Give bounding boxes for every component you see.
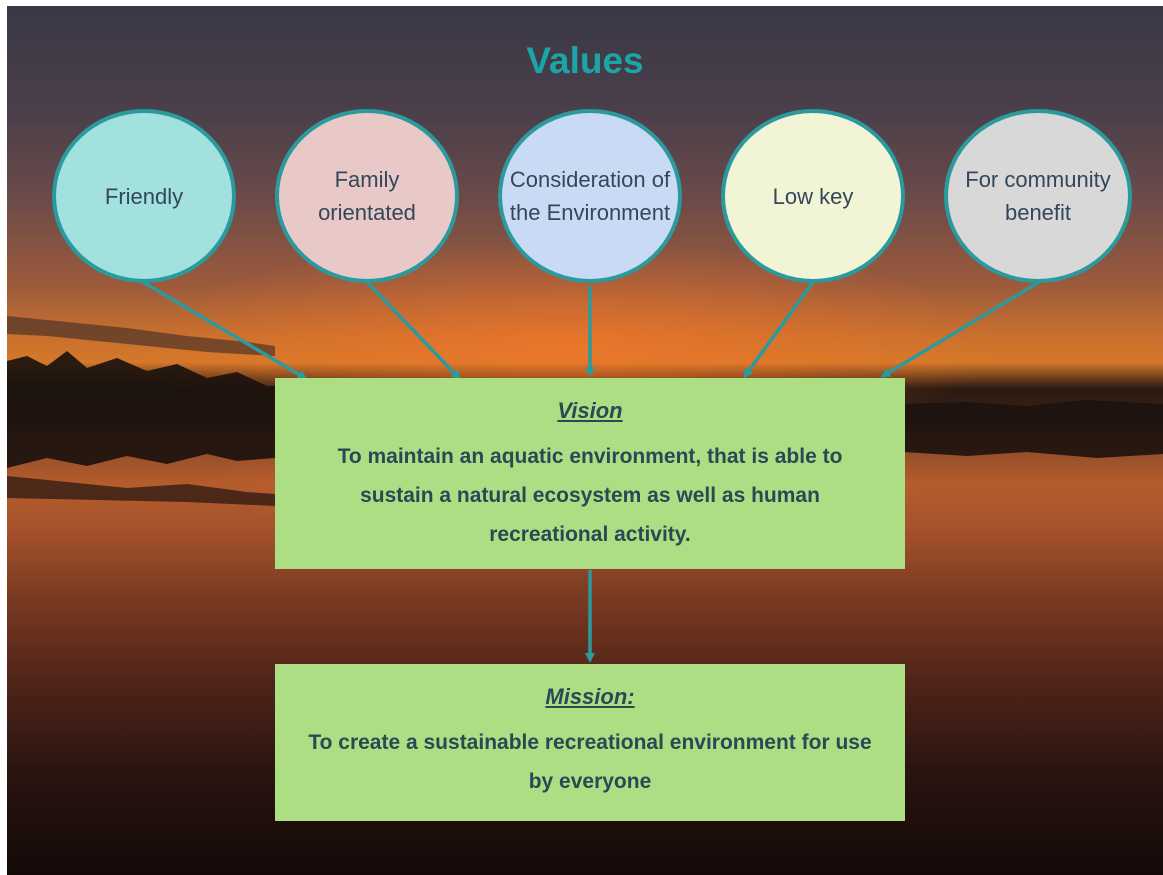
connector-arrows xyxy=(142,280,1040,663)
value-label: For community benefit xyxy=(965,167,1111,225)
value-label: Low key xyxy=(772,183,854,209)
mission-text: To create a sustainable recreational env… xyxy=(308,731,872,793)
value-circle-consideration-of-environment: Consideration of the Environment xyxy=(498,109,682,283)
value-label: Consideration of the Environment xyxy=(509,167,671,225)
vision-text: To maintain an aquatic environment, that… xyxy=(337,445,843,546)
arrow-friendly-to-vision xyxy=(142,280,308,380)
vision-box: Vision To maintain an aquatic environmen… xyxy=(275,378,905,569)
arrow-community-to-vision xyxy=(880,280,1040,378)
treeline-silhouette xyxy=(7,316,1163,506)
slide-title: Values xyxy=(526,40,644,81)
arrow-family-to-vision xyxy=(365,280,462,381)
arrow-lowkey-to-vision xyxy=(743,280,815,379)
value-circle-family-orientated: Family orientated xyxy=(275,109,459,283)
mission-box: Mission: To create a sustainable recreat… xyxy=(275,664,905,821)
value-label: Friendly xyxy=(104,183,184,209)
value-circle-low-key: Low key xyxy=(721,109,905,283)
vision-heading: Vision xyxy=(557,398,623,423)
value-circle-for-community-benefit: For community benefit xyxy=(944,109,1132,283)
slide-background: Values Friendly Family orientated Consid… xyxy=(7,6,1163,875)
value-label: Family orientated xyxy=(318,167,416,225)
value-circle-friendly: Friendly xyxy=(52,109,236,283)
mission-heading: Mission: xyxy=(545,684,635,709)
